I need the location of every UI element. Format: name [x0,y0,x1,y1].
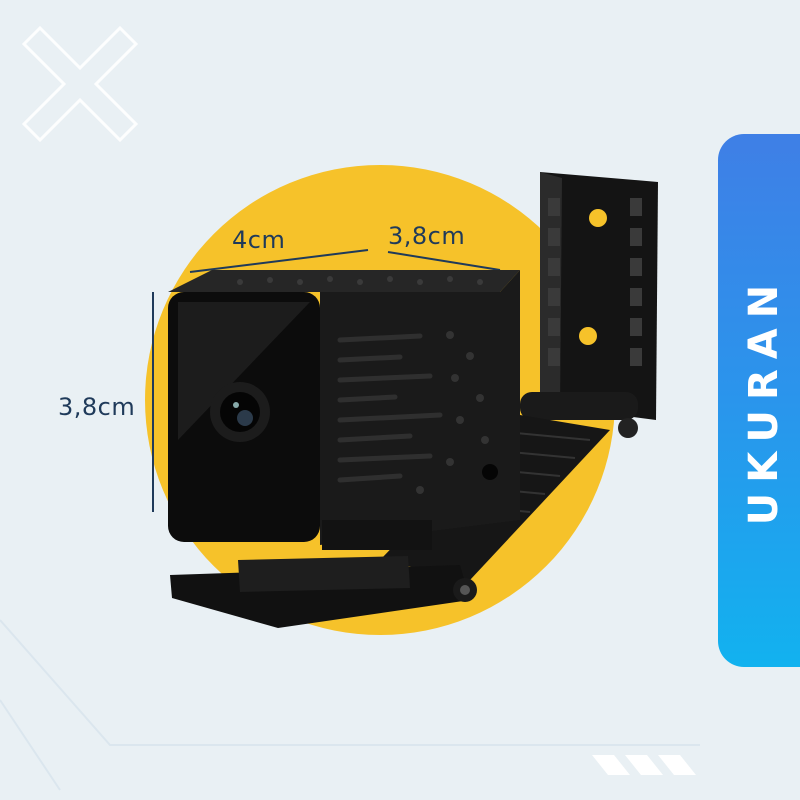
height-dimension-label: 3,8cm [58,393,136,421]
close-x-watermark-icon [21,25,139,143]
dimension-lines [152,249,501,512]
depth-dimension-label: 3,8cm [388,222,466,250]
width-dimension-label: 4cm [232,226,286,254]
base-plate [170,556,477,628]
size-side-tab-label: UKURAN [741,274,787,526]
chevron-stripes-icon [592,755,696,775]
size-side-tab [718,134,800,667]
background-lines [0,619,700,791]
camera-body [168,270,520,550]
